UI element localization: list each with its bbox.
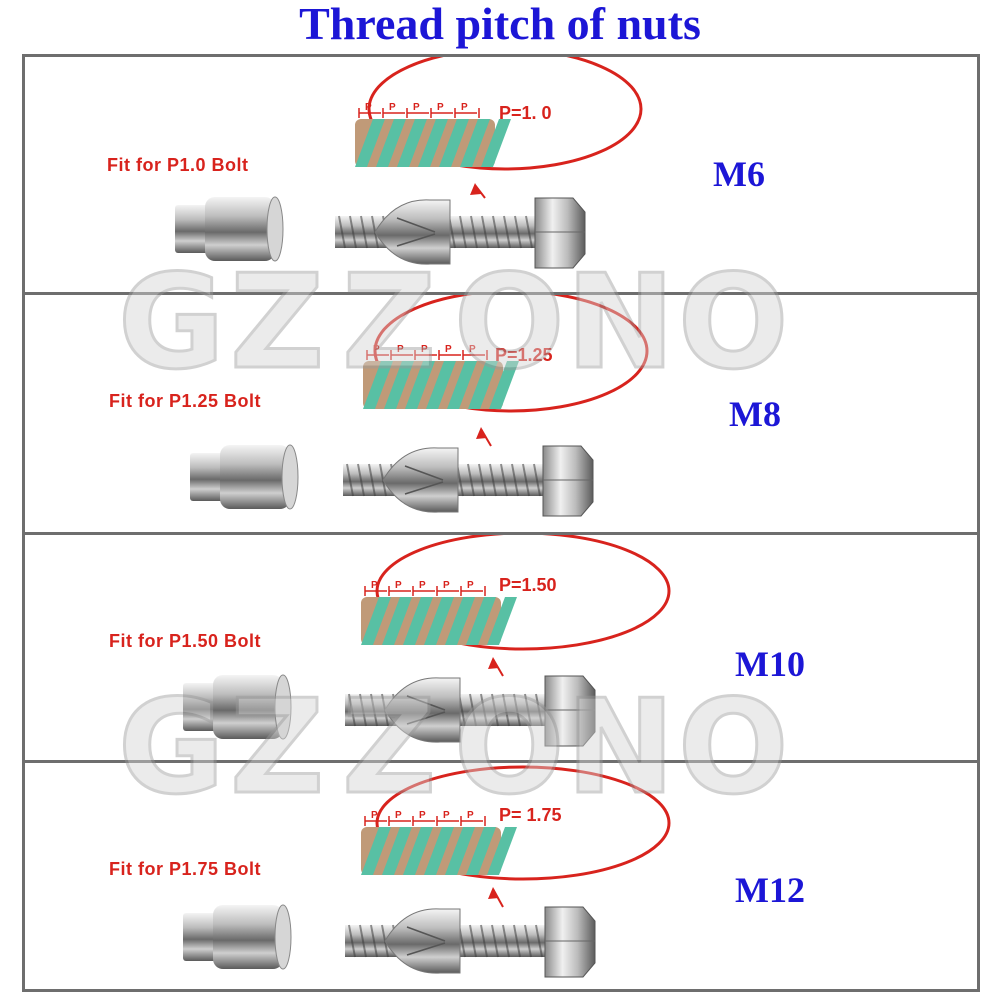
cap-nut: [183, 904, 292, 970]
pitch-mark: P: [443, 580, 450, 591]
cap-nut: [183, 674, 292, 740]
pitch-mark: P: [461, 102, 468, 113]
pitch-mark: P: [419, 810, 426, 821]
size-label: M8: [729, 394, 781, 434]
row-m6: P P P P P P=1. 0 Fit for P1.0 Bolt M6: [25, 57, 977, 295]
size-label: M10: [735, 644, 805, 684]
page-title: Thread pitch of nuts: [299, 0, 701, 49]
fit-label: Fit for P1.25 Bolt: [109, 391, 262, 411]
bolt: [345, 906, 596, 978]
arrow-head: [488, 657, 499, 669]
pitch-mark: P: [445, 344, 452, 355]
thread-closeup: [363, 361, 519, 409]
pitch-value: P=1. 0: [499, 103, 552, 123]
fit-label: Fit for P1.50 Bolt: [109, 631, 262, 651]
pitch-mark: P: [469, 344, 476, 355]
pitch-value: P=1.50: [499, 575, 557, 595]
pitch-mark: P: [395, 580, 402, 591]
pitch-mark: P: [443, 810, 450, 821]
pitch-mark: P: [467, 810, 474, 821]
bolt: [335, 197, 586, 269]
pitch-mark: P: [395, 810, 402, 821]
pitch-value: P=1.25: [495, 345, 553, 365]
thread-closeup: [355, 119, 511, 167]
pitch-mark: P: [413, 102, 420, 113]
bolt: [345, 675, 596, 747]
bolt: [343, 445, 594, 517]
pitch-value: P= 1.75: [499, 805, 562, 825]
main-frame: P P P P P P=1. 0 Fit for P1.0 Bolt M6 P P P P P P=…: [22, 54, 980, 992]
cap-nut: [175, 196, 284, 262]
hardware-illustration: P P P P P P=1.50: [183, 535, 671, 747]
zoom-ellipse: [373, 295, 649, 413]
row-m10: P P P P P P=1.50 Fit for P1.50 Bolt M10: [25, 535, 977, 763]
arrow-head: [476, 427, 487, 439]
hardware-illustration: P P P P P P=1. 0: [175, 57, 643, 269]
arrow-head: [488, 887, 499, 899]
pitch-mark: P: [397, 344, 404, 355]
row-m12: P P P P P P= 1.75 Fit for P1.75 Bolt M12: [25, 763, 977, 989]
pitch-mark: P: [389, 102, 396, 113]
fit-label: Fit for P1.75 Bolt: [109, 859, 262, 879]
pitch-mark: P: [437, 102, 444, 113]
fit-label: Fit for P1.0 Bolt: [107, 155, 249, 175]
pitch-mark: P: [371, 810, 378, 821]
size-label: M6: [713, 154, 765, 194]
row-m8: P P P P P P=1.25 Fit for P1.25 Bolt M8: [25, 295, 977, 535]
pitch-mark: P: [467, 580, 474, 591]
pitch-mark: P: [365, 102, 372, 113]
pitch-mark: P: [371, 580, 378, 591]
pitch-mark: P: [421, 344, 428, 355]
thread-closeup: [361, 827, 517, 875]
pitch-mark: P: [419, 580, 426, 591]
cap-nut: [190, 444, 299, 510]
zoom-ellipse: [367, 57, 643, 171]
arrow-head: [470, 183, 481, 195]
hardware-illustration: P P P P P P= 1.75: [183, 765, 671, 978]
size-label: M12: [735, 870, 805, 910]
pitch-mark: P: [373, 344, 380, 355]
hardware-illustration: P P P P P P=1.25: [190, 295, 649, 517]
thread-closeup: [361, 597, 517, 645]
zoom-ellipse: [375, 765, 671, 881]
